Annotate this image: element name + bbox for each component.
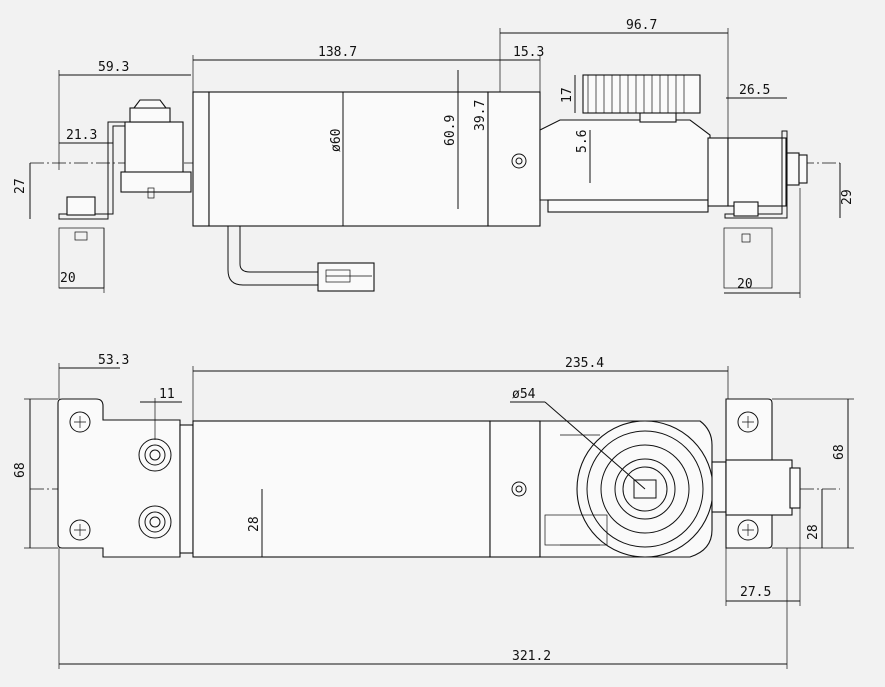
- motor-body-bottom: [179, 420, 541, 558]
- dim-flange: 15.3: [513, 45, 544, 60]
- motor-cable: [227, 226, 375, 292]
- dim-shaft-offset: 5.6: [575, 130, 590, 153]
- dim-foot-right: 20: [737, 277, 753, 292]
- left-mount-plate: [57, 398, 181, 558]
- dim-overall-length: 321.2: [512, 649, 551, 664]
- pulley: [582, 74, 701, 114]
- dim-height-left-bottom: 68: [13, 462, 28, 478]
- dim-pulley-dia: ø54: [512, 387, 536, 402]
- dim-center-left: 28: [247, 516, 262, 532]
- dimension-lines-bottom: [24, 363, 854, 669]
- left-bracket: [58, 99, 192, 220]
- dim-height-right-bottom: 68: [832, 444, 847, 460]
- dim-foot-left: 20: [60, 271, 76, 286]
- gearbox: [539, 111, 729, 213]
- dim-motor-half: 39.7: [473, 100, 488, 131]
- dim-bracket-offset: 59.3: [98, 60, 129, 75]
- dim-center-right: 28: [806, 524, 821, 540]
- dim-motor-dia: ø60: [329, 129, 344, 152]
- dim-gear-height: 60.9: [443, 115, 458, 146]
- dim-body-length: 235.4: [565, 356, 604, 371]
- top-view: 59.3 138.7 96.7 15.3 26.5 21.3 20 20 27 …: [13, 18, 855, 298]
- dim-bracket-right: 26.5: [739, 83, 770, 98]
- dim-height-left: 27: [13, 178, 28, 194]
- dim-gearbox-width: 96.7: [626, 18, 657, 33]
- dim-height-right: 29: [840, 189, 855, 205]
- dim-bracket-left: 53.3: [98, 353, 129, 368]
- dimension-lines: [29, 28, 841, 298]
- dim-bracket-arm: 21.3: [66, 128, 97, 143]
- gearbox-bottom: [510, 401, 714, 558]
- motor-body: [192, 91, 541, 227]
- dim-nut-width: 11: [159, 387, 175, 402]
- dim-motor-length: 138.7: [318, 45, 357, 60]
- dim-foot-right-bottom: 27.5: [740, 585, 771, 600]
- dim-pulley-height: 17: [560, 87, 575, 103]
- right-bracket: [723, 130, 808, 289]
- bottom-view: 53.3 235.4 11 ø54 27.5 321.2 68 68 28 28: [13, 353, 854, 669]
- right-mount-plate: [711, 398, 801, 549]
